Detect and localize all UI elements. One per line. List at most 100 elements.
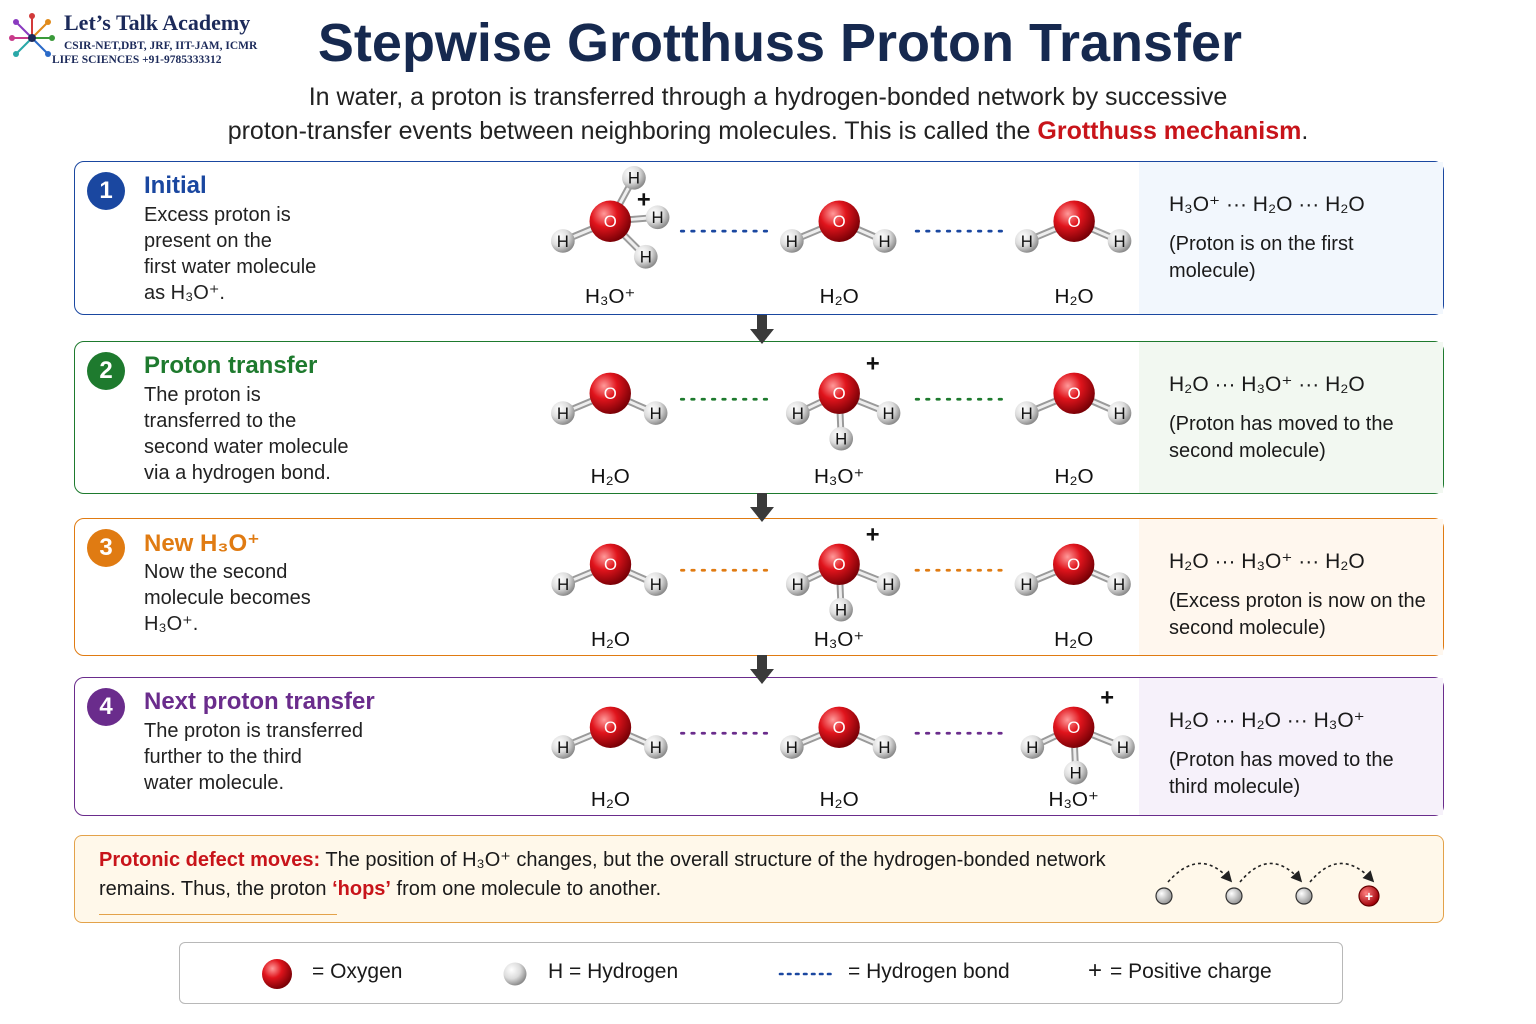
step-2-text-line-3: second water molecule <box>144 436 349 458</box>
step-2-text-line-4: via a hydrogen bond. <box>144 462 331 484</box>
step-2-note: (Proton has moved to the second molecule… <box>1169 413 1394 462</box>
hop-molecule-3 <box>1295 887 1313 905</box>
step3-molecule-3-hydrogen-symbol-2: H <box>1113 575 1125 594</box>
step2-molecule-3-oxygen-symbol: O <box>1068 384 1081 403</box>
step-4-text-line-3: water molecule. <box>144 772 285 794</box>
step-3-note: (Excess proton is now on the second mole… <box>1169 590 1426 639</box>
step-4-equation-panel: H₂O ··· H₂O ··· H₃O⁺ (Proton has moved to… <box>1139 678 1443 815</box>
step-1-text-line-4: as H₃O⁺. <box>144 282 225 304</box>
step-1-equation: H₃O⁺ ··· H₂O ··· H₂O <box>1169 193 1365 216</box>
step2-molecule-2-hydrogen-symbol-2: H <box>883 404 895 423</box>
step4-molecule-1-oxygen <box>589 706 632 748</box>
step1-molecule-2-hydrogen-symbol-1: H <box>786 232 798 251</box>
step1-molecule-3-oxygen <box>1053 200 1095 242</box>
step4-molecule-2-hydrogen-2 <box>872 735 897 759</box>
step1-molecule-2-hydrogen-symbol-2: H <box>879 232 891 251</box>
step-1-badge: 1 <box>87 172 125 210</box>
step2-molecule-1-hydrogen-symbol-1: H <box>557 404 569 423</box>
step-3-label-2: H₃O⁺ <box>814 628 864 651</box>
step2-molecule-3-hydrogen-2 <box>1107 401 1132 425</box>
step3-molecule-2-oxygen <box>818 543 860 586</box>
summary-text: Protonic defect moves: The position of H… <box>99 846 1139 904</box>
step-4-equation: H₂O ··· H₂O ··· H₃O⁺ <box>1169 709 1365 732</box>
step-4-text-line-1: The proton is transferred <box>144 720 363 742</box>
step-1-text-line-3: first water molecule <box>144 256 317 278</box>
step-3-text-line-1: Now the second <box>144 561 288 583</box>
step3-molecule-1-hydrogen-1 <box>551 572 576 596</box>
step1-molecule-3-hydrogen-symbol-2: H <box>1113 232 1125 251</box>
academy-logo: Let’s Talk Academy CSIR-NET,DBT, JRF, II… <box>8 8 278 68</box>
step1-molecule-3-hydrogen-symbol-1: H <box>1021 232 1033 251</box>
hop-molecule-2 <box>1225 887 1243 905</box>
step2-molecule-2-charge: + <box>866 352 880 378</box>
step3-molecule-3-hydrogen-2 <box>1107 572 1131 596</box>
step-4-note: (Proton has moved to the third molecule) <box>1169 749 1394 798</box>
step-1-label-1: H₃O⁺ <box>585 285 635 308</box>
step-4-label-3: H₃O⁺ <box>1049 788 1099 811</box>
step2-molecule-2-hydrogen-2 <box>876 401 901 425</box>
step-4-text: The proton is transferred further to the … <box>144 718 404 796</box>
step2-molecule-2-hydrogen-symbol-1: H <box>792 404 804 423</box>
step-4-text-line-2: further to the third <box>144 746 302 768</box>
step-3-badge: 3 <box>87 529 125 567</box>
step3-molecule-2-charge: + <box>866 523 880 549</box>
step1-molecule-1-hydrogen-1 <box>551 229 575 253</box>
step-2-label-1: H₂O <box>591 465 630 488</box>
step2-molecule-3-hydrogen-symbol-1: H <box>1021 404 1033 423</box>
down-arrow-icon-2 <box>750 493 774 522</box>
hop-molecule-4 <box>1358 885 1380 907</box>
step3-molecule-2-hydrogen-1 <box>785 572 810 596</box>
step4-molecule-3-hydrogen-symbol-1: H <box>1026 738 1038 757</box>
subtitle-end: . <box>1301 117 1309 145</box>
summary-hops: ‘hops’ <box>332 878 391 900</box>
hop-arrow-3 <box>1309 862 1375 883</box>
step1-molecule-1-oxygen-symbol: O <box>604 212 617 231</box>
step-2-label-3: H₂O <box>1055 465 1094 488</box>
down-arrow-icon-3 <box>750 655 774 684</box>
step-3-title: New H₃O⁺ <box>144 530 260 557</box>
step-4-label-2: H₂O <box>820 788 859 811</box>
legend-positive-charge: = Positive charge <box>1110 960 1272 983</box>
subtitle-text: proton-transfer events between neighbori… <box>227 117 1038 145</box>
step3-molecule-3-oxygen-symbol: O <box>1067 555 1080 574</box>
step3-molecule-2-oxygen-symbol: O <box>833 555 846 574</box>
step-4-label-1: H₂O <box>591 788 630 811</box>
step4-molecule-3-hydrogen-2 <box>1111 735 1135 759</box>
logo-contact: LIFE SCIENCES +91-9785333312 <box>52 54 222 66</box>
hop-arrow-1 <box>1167 862 1233 883</box>
step1-molecule-1-hydrogen-4 <box>622 165 646 190</box>
hydrogen-legend-icon <box>503 962 527 986</box>
step-3-text-line-2: molecule becomes <box>144 587 311 609</box>
step3-molecule-3-hydrogen-1 <box>1014 572 1039 596</box>
step4-molecule-3-oxygen-symbol: O <box>1067 718 1080 737</box>
step-1-label-2: H₂O <box>820 285 859 308</box>
logo-tagline: CSIR-NET,DBT, JRF, IIT-JAM, ICMR <box>64 40 258 52</box>
step2-molecule-1-oxygen <box>589 372 631 415</box>
step-3-equation: H₂O ··· H₃O⁺ ··· H₂O <box>1169 550 1365 573</box>
step-1-text-line-2: present on the <box>144 230 272 252</box>
down-arrow-icon-1 <box>750 315 774 344</box>
step4-molecule-1-hydrogen-symbol-1: H <box>557 738 569 757</box>
summary-body: The position of H₃O⁺ changes, but the ov… <box>99 849 1106 900</box>
step-1-title: Initial <box>144 172 207 199</box>
step3-molecule-1-oxygen <box>589 543 632 586</box>
step4-molecule-2-hydrogen-symbol-1: H <box>786 738 798 757</box>
subtitle-line-1: In water, a proton is transferred throug… <box>308 83 1228 111</box>
step1-molecule-1-hydrogen-symbol-1: H <box>557 232 569 251</box>
step-4-badge: 4 <box>87 688 125 726</box>
step4-molecule-3-hydrogen-1 <box>1020 735 1045 759</box>
step2-molecule-2-hydrogen-1 <box>785 401 810 425</box>
hop-molecule-1 <box>1155 887 1173 905</box>
legend-oxygen: = Oxygen <box>312 960 403 983</box>
